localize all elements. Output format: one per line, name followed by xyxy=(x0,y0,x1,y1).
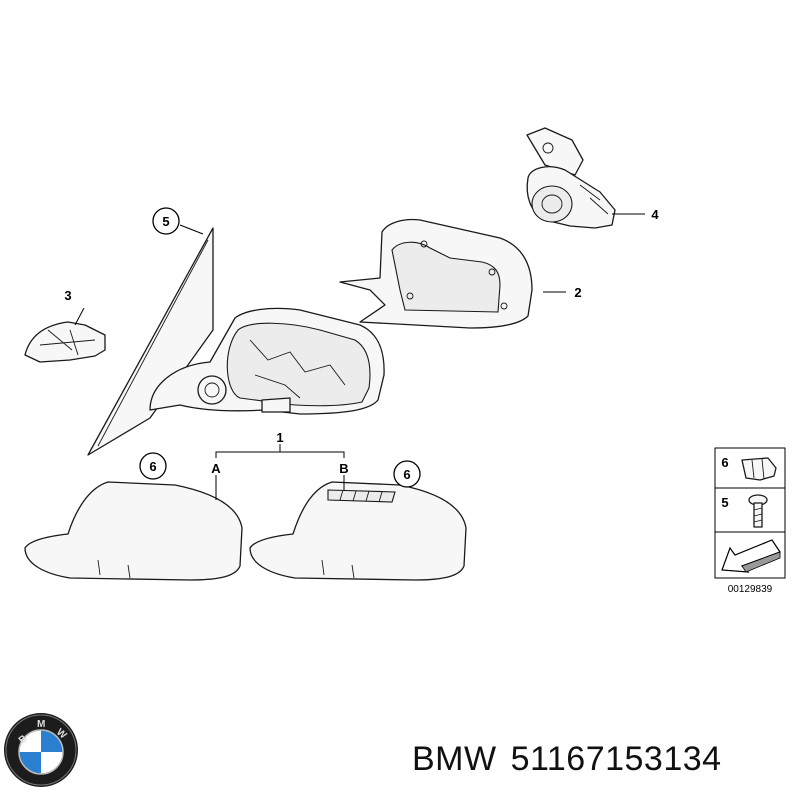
svg-text:2: 2 xyxy=(574,285,581,300)
callout-6-left: 6 xyxy=(139,452,167,480)
diagram-number: 00129839 xyxy=(728,584,773,595)
legend-item-5-number: 5 xyxy=(721,495,728,510)
callout-1: 1 xyxy=(276,430,283,445)
svg-text:6: 6 xyxy=(149,459,156,474)
clip-icon xyxy=(741,457,777,481)
svg-text:B: B xyxy=(339,461,348,476)
svg-text:4: 4 xyxy=(651,207,659,222)
mirror-cover-a-part xyxy=(24,481,243,581)
callout-4: 4 xyxy=(651,207,659,222)
mirror-motor-part xyxy=(526,127,616,229)
svg-text:1: 1 xyxy=(276,430,283,445)
callout-5: 5 xyxy=(152,207,180,235)
svg-text:M: M xyxy=(37,719,45,730)
brand-name: BMW xyxy=(412,740,497,778)
legend-item-6-number: 6 xyxy=(721,455,728,470)
leader-lines xyxy=(74,213,645,500)
mirror-housing-part xyxy=(149,307,385,415)
direction-arrow-icon xyxy=(721,539,781,573)
small-bracket-part xyxy=(24,321,106,363)
callout-2: 2 xyxy=(574,285,581,300)
part-number: 51167153134 xyxy=(510,740,722,778)
bmw-logo: B M W xyxy=(4,713,78,787)
svg-text:A: A xyxy=(211,461,221,476)
svg-text:3: 3 xyxy=(64,288,71,303)
callout-b: B xyxy=(339,461,348,476)
callout-6-right: 6 xyxy=(393,460,421,488)
svg-text:5: 5 xyxy=(162,214,169,229)
screw-icon xyxy=(748,494,768,528)
callout-3: 3 xyxy=(64,288,71,303)
part-caption: BMW 51167153134 xyxy=(412,740,736,779)
legend-box: 6 5 00129839 xyxy=(714,447,786,595)
mirror-glass-part xyxy=(87,227,214,456)
turn-signal-lens xyxy=(327,489,396,503)
housing-frame-part xyxy=(339,218,533,329)
callout-a: A xyxy=(211,461,221,476)
svg-text:6: 6 xyxy=(403,467,410,482)
mirror-cover-b-part xyxy=(249,481,467,581)
